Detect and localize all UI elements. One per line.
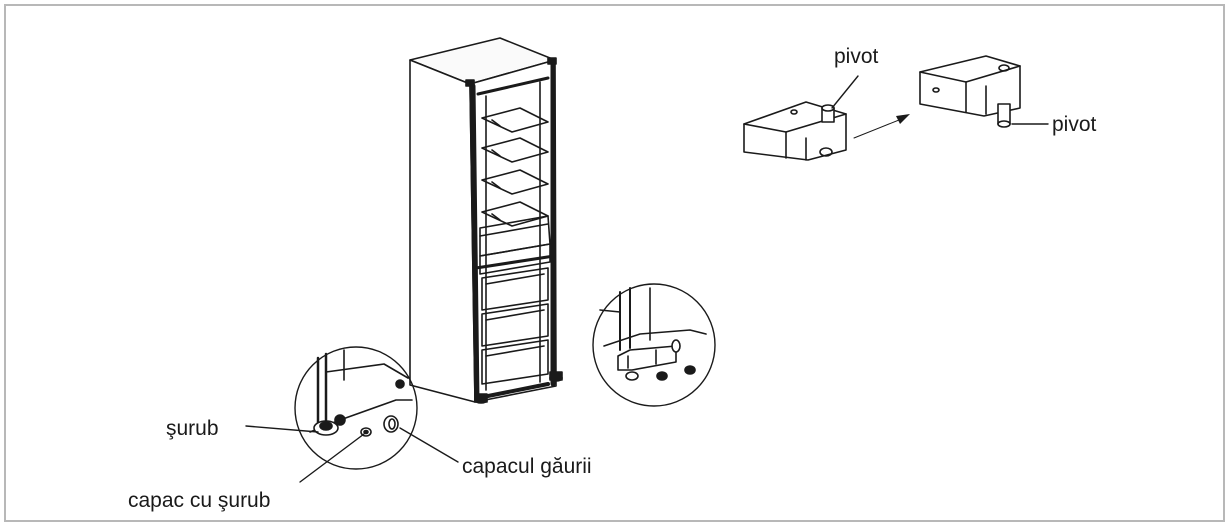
callout-leaders <box>245 75 1049 483</box>
label-screw-cap: capac cu şurub <box>128 489 271 512</box>
label-pivot-right: pivot <box>1052 113 1097 136</box>
fridge-shelves <box>481 107 549 227</box>
refrigerator <box>409 37 563 404</box>
direction-arrow <box>853 114 910 139</box>
label-hole-cap: capacul găurii <box>462 455 592 478</box>
hinge-bracket-left <box>743 101 847 161</box>
detail-circle-left <box>294 346 418 470</box>
label-screw: şurub <box>166 417 219 440</box>
detail-circle-right <box>592 283 716 407</box>
label-pivot-left: pivot <box>834 45 879 68</box>
freezer-drawers <box>481 267 549 385</box>
diagram-frame <box>4 4 1225 522</box>
hinge-bracket-right <box>919 55 1021 128</box>
